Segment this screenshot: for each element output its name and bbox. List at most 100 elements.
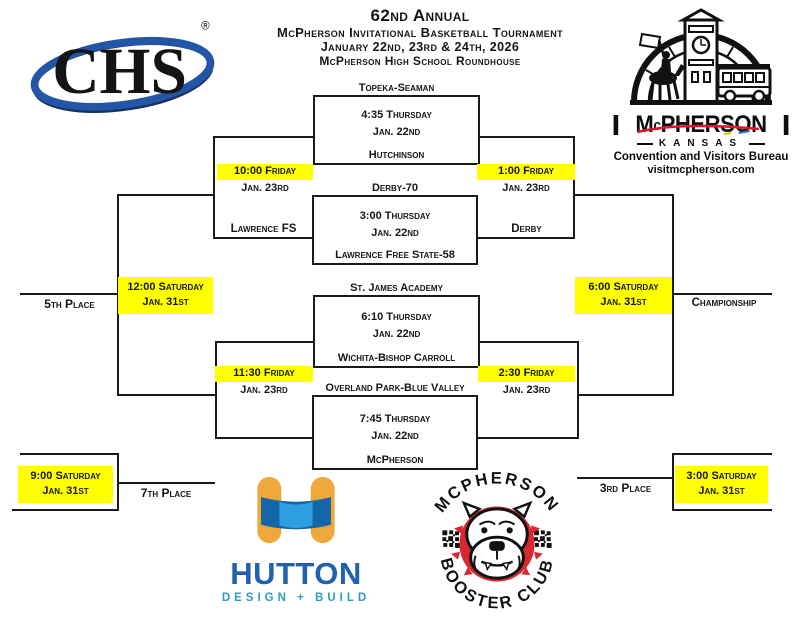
bracket-line (480, 136, 575, 138)
game3-time: 6:10 Thursday (361, 311, 432, 323)
cvb-left-bracket (613, 115, 619, 135)
cvb-trolley (716, 64, 772, 103)
game4-time: 7:45 Thursday (359, 413, 431, 425)
tournament-title: 62nd Annual McPherson Invitational Baske… (218, 6, 622, 68)
championship-label: Championship (691, 297, 757, 309)
championship-semi-upper-time: 1:00 Friday Jan. 23rd (477, 164, 575, 195)
game-box-2: Derby-70 3:00 Thursday Jan. 22nd Lawrenc… (312, 182, 478, 265)
fifth-place-label: 5th Place (44, 297, 95, 311)
game3-top-team: St. James Academy (350, 282, 443, 294)
advancer-lawrence-fs: Lawrence FS (230, 223, 297, 235)
cvb-state-row: KANSAS (608, 138, 794, 149)
chs-registered-mark: ® (201, 20, 210, 32)
game2-time: 3:00 Thursday (359, 210, 431, 222)
bracket-line (213, 136, 313, 138)
game4-top-team: Overland Park-Blue Valley (325, 382, 465, 394)
bracket-line (20, 453, 119, 455)
bracket-line (672, 194, 674, 396)
fifth-place-line (20, 293, 119, 295)
highlighted-time: 12:00 Saturday (127, 281, 204, 293)
title-tournament-name: McPherson Invitational Basketball Tourna… (276, 25, 564, 40)
game-date: Jan. 31st (600, 296, 647, 308)
consolation-semi-lower-time: 11:30 Friday Jan. 23rd (215, 366, 313, 397)
game2-date: Jan. 22nd (371, 227, 419, 239)
championship-time: 6:00 Saturday Jan. 31st (575, 277, 672, 314)
game-date: Jan. 31st (698, 485, 745, 497)
highlighted-time: 9:00 Saturday (30, 470, 101, 482)
bracket-line (213, 237, 314, 239)
game-date: Jan. 23rd (502, 182, 550, 194)
bracket-line (213, 136, 215, 239)
highlighted-time: 2:30 Friday (478, 366, 575, 382)
third-place-time: 3:00 Saturday Jan. 31st (675, 466, 768, 503)
championship-semi-lower-time: 2:30 Friday Jan. 23rd (478, 366, 575, 397)
game-date: Jan. 23rd (502, 384, 551, 396)
cvb-city-m: M (635, 111, 654, 138)
booster-club-logo: MCPHERSON BOOSTER CLUB (431, 469, 562, 613)
game2-bottom-team: Lawrence Free State-58 (335, 249, 455, 261)
title-dates: January 22nd, 23rd & 24th, 2026 (320, 40, 520, 54)
highlighted-time: 1:00 Friday (477, 164, 575, 180)
bracket-line (478, 437, 579, 439)
hutton-tagline: DESIGN + BUILD (221, 592, 371, 604)
bracket-line (672, 453, 772, 455)
bracket-line (215, 341, 315, 343)
game4-bottom-team: McPherson (366, 454, 424, 466)
third-place-label: 3rd Place (599, 481, 652, 495)
bulldog-head (461, 500, 533, 580)
seventh-place-label: 7th Place (140, 486, 192, 500)
game3-date: Jan. 22nd (372, 328, 421, 340)
bracket-line (672, 453, 674, 511)
game-box-4: Overland Park-Blue Valley 7:45 Thursday … (312, 382, 478, 470)
cvb-illustration (630, 8, 772, 105)
qr-code-right (534, 530, 552, 548)
bracket-line (117, 194, 215, 196)
chs-wordmark: CHS (52, 36, 187, 108)
hutton-h-mark (257, 476, 335, 544)
game4-date: Jan. 22nd (371, 430, 419, 442)
bracket-line (573, 136, 575, 239)
game1-top-team: Topeka-Seaman (358, 82, 435, 94)
cvb-right-bracket (783, 115, 789, 135)
seventh-place-time: 9:00 Saturday Jan. 31st (18, 466, 113, 503)
game-date: Jan. 31st (42, 485, 89, 497)
game1-bottom-team: Hutchinson (368, 149, 425, 161)
bracket-line (12, 509, 119, 511)
game2-top-team: Derby-70 (371, 182, 419, 194)
cvb-dash-left (636, 142, 653, 145)
cvb-state-label: KANSAS (658, 138, 744, 149)
game-box-3: St. James Academy 6:10 Thursday Jan. 22n… (313, 282, 480, 368)
game1-date: Jan. 22nd (372, 126, 421, 138)
highlighted-time: 10:00 Friday (217, 164, 313, 180)
advancer-derby: Derby (511, 223, 542, 235)
bracket-line (480, 341, 579, 343)
title-venue: McPherson High School Roundhouse (319, 54, 521, 68)
bracket-line (672, 509, 772, 511)
seventh-place-line (117, 482, 215, 484)
cvb-bureau-label: Convention and Visitors Bureau (613, 151, 789, 163)
championship-line (672, 293, 772, 295)
cvb-dash-right (749, 142, 766, 145)
consolation-semi-upper-time: 10:00 Friday Jan. 23rd (217, 164, 313, 195)
game-date: Jan. 23rd (240, 384, 288, 396)
fifth-place-time: 12:00 Saturday Jan. 31st (118, 277, 213, 314)
bracket-line (478, 237, 575, 239)
game1-time: 4:35 Thursday (361, 109, 432, 121)
game-box-1: Topeka-Seaman 4:35 Thursday Jan. 22nd Hu… (313, 82, 480, 165)
highlighted-time: 3:00 Saturday (686, 470, 757, 482)
cvb-statue (638, 32, 685, 101)
highlighted-time: 6:00 Saturday (588, 281, 659, 293)
bracket-line (573, 194, 674, 196)
title-annual: 62nd Annual (370, 6, 470, 25)
highlighted-time: 11:30 Friday (215, 366, 313, 382)
bracket-line (215, 437, 314, 439)
game-date: Jan. 23rd (241, 182, 289, 194)
cvb-clock-tower (677, 8, 725, 104)
bracket-line (215, 341, 217, 439)
hutton-logo: HUTTON DESIGN + BUILD (205, 473, 387, 604)
third-place-line (577, 477, 674, 479)
cvb-website: visitmcpherson.com (647, 164, 755, 176)
